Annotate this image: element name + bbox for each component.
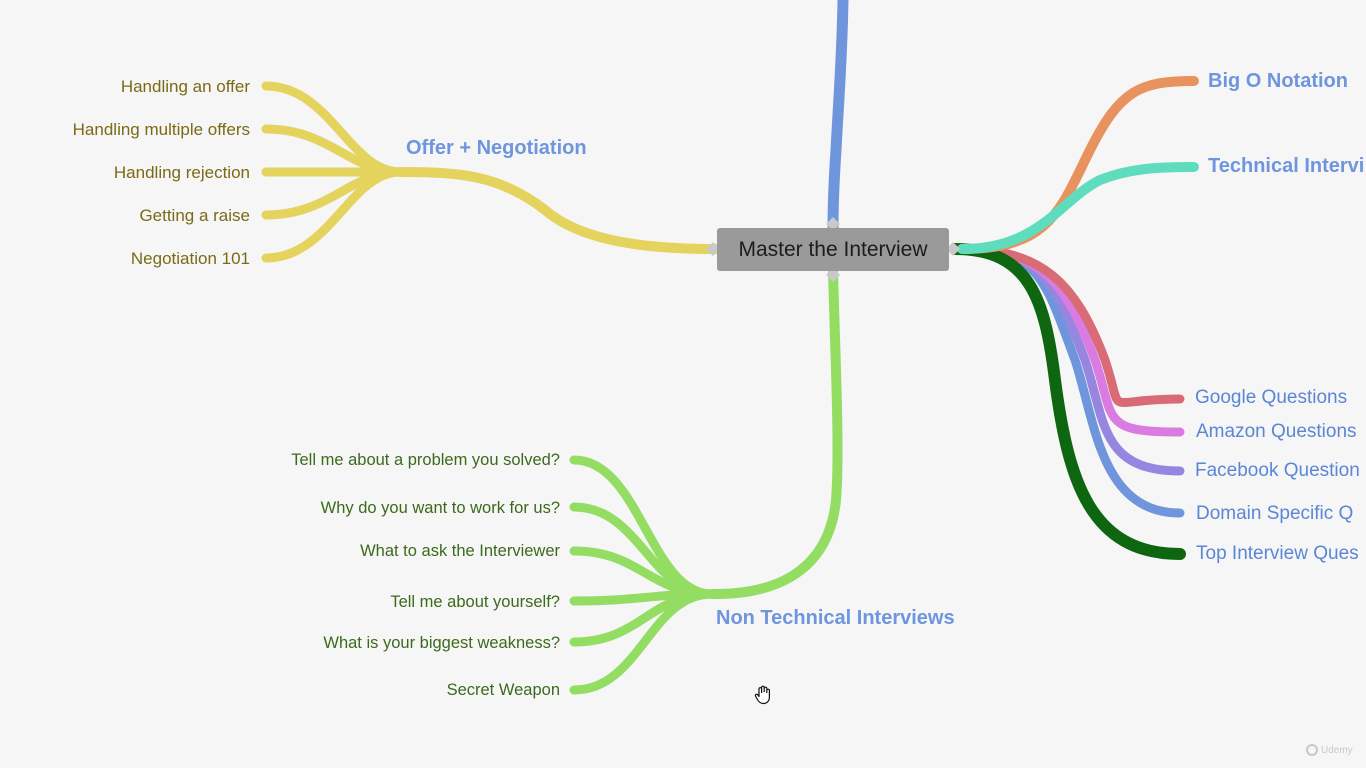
root-connector-bottom: [826, 268, 840, 282]
branch-offer: [395, 167, 722, 254]
topic-technical-interviews[interactable]: Technical Intervi: [1208, 155, 1365, 177]
branch-question-4: [949, 243, 1186, 560]
grab-hand-icon: [754, 685, 770, 705]
leaf-top-interview-questions[interactable]: Top Interview Ques: [1196, 543, 1359, 564]
leaf-google-questions[interactable]: Google Questions: [1195, 387, 1348, 408]
root-connector-right: [946, 242, 960, 256]
branch-offer-leaf-4: [261, 167, 405, 263]
root-node-label: Master the Interview: [738, 237, 928, 261]
leaf-domain-specific-questions[interactable]: Domain Specific Q: [1196, 503, 1354, 524]
branch-top: [827, 0, 849, 234]
leaf-ask-interviewer[interactable]: What to ask the Interviewer: [360, 542, 560, 560]
topic-big-o-notation[interactable]: Big O Notation: [1208, 70, 1348, 92]
root-connector-left: [706, 242, 720, 256]
leaf-problem-solved[interactable]: Tell me about a problem you solved?: [291, 451, 560, 469]
udemy-logo-icon: [1306, 744, 1318, 756]
leaf-handling-offer[interactable]: Handling an offer: [120, 77, 250, 96]
topic-offer-negotiation[interactable]: Offer + Negotiation: [406, 137, 587, 159]
leaf-about-yourself[interactable]: Tell me about yourself?: [390, 593, 560, 611]
root-node[interactable]: Master the Interview: [717, 228, 949, 271]
watermark-text: Udemy: [1321, 744, 1353, 756]
leaf-handling-multiple-offers[interactable]: Handling multiple offers: [72, 120, 250, 139]
leaf-biggest-weakness[interactable]: What is your biggest weakness?: [323, 634, 560, 652]
leaf-facebook-questions[interactable]: Facebook Question: [1195, 460, 1360, 481]
branch-non-technical: [707, 266, 843, 600]
leaf-handling-rejection[interactable]: Handling rejection: [113, 163, 250, 182]
topic-non-technical-interviews[interactable]: Non Technical Interviews: [716, 607, 955, 629]
leaf-getting-raise[interactable]: Getting a raise: [139, 206, 250, 225]
leaf-negotiation-101[interactable]: Negotiation 101: [130, 249, 250, 268]
branch-offer-leaf-1: [261, 124, 405, 177]
branch-question-0: [955, 244, 1185, 408]
branch-non-technical-leaf-5: [569, 589, 717, 695]
branch-technical-interviews: [957, 162, 1199, 254]
leaf-amazon-questions[interactable]: Amazon Questions: [1196, 421, 1357, 442]
udemy-watermark: Udemy: [1306, 744, 1353, 756]
root-connector-top: [826, 217, 840, 231]
leaf-secret-weapon[interactable]: Secret Weapon: [446, 681, 560, 699]
leaf-why-work-for-us[interactable]: Why do you want to work for us?: [320, 499, 560, 517]
